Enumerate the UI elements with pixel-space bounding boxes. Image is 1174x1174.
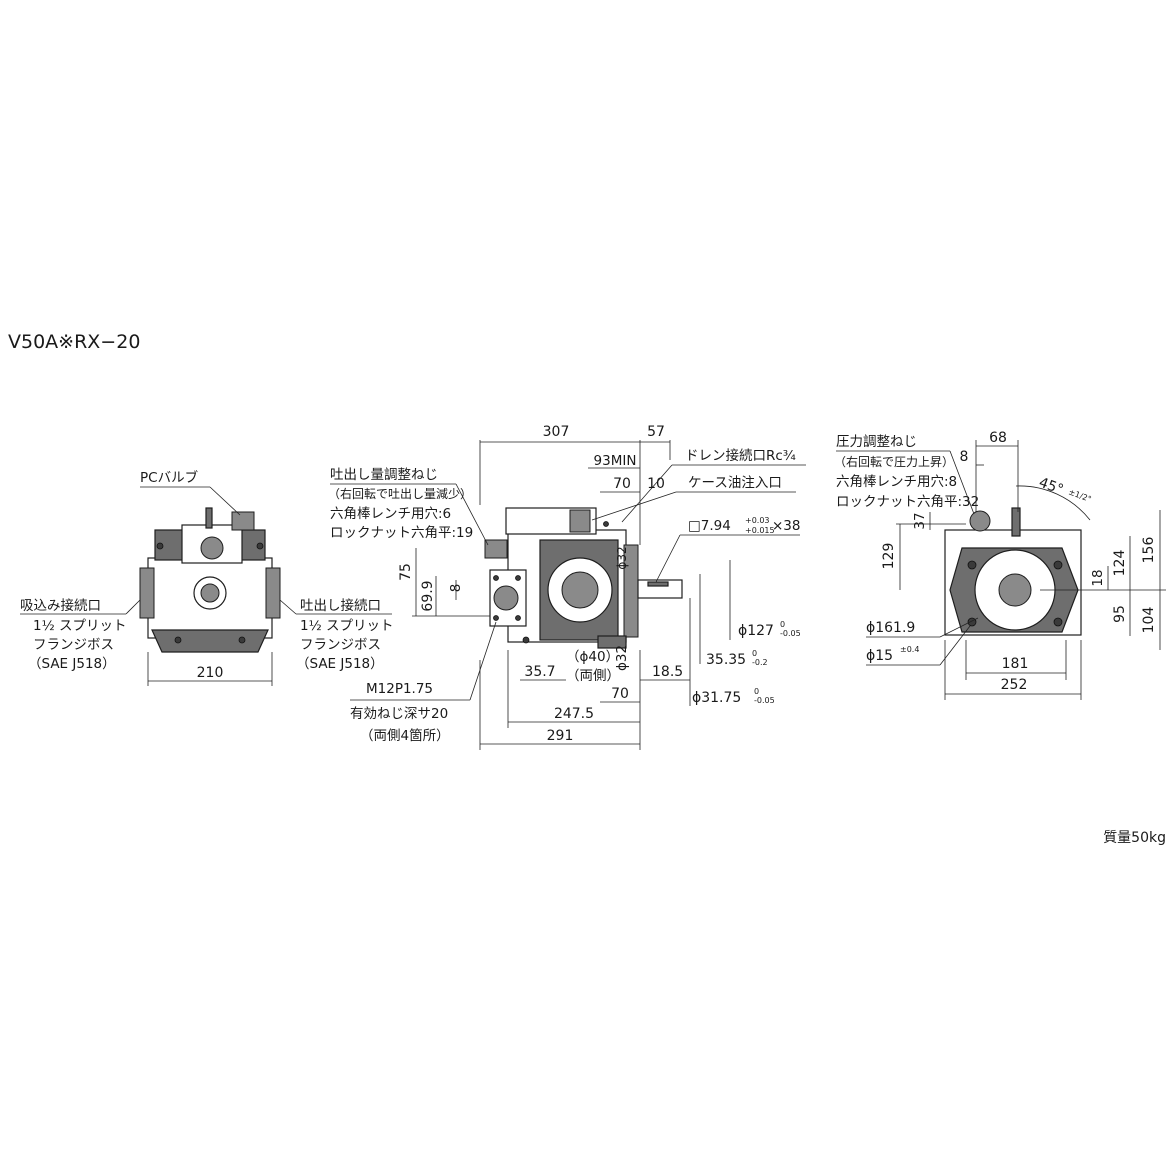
dim-phi161-9: ϕ161.9 [866,620,915,636]
flow-adjust-note: （右回転で吐出し量減少） [328,486,472,501]
discharge-port-std: （SAE J518） [296,656,384,672]
suction-port-label: 吸込み接続口 [20,597,101,614]
dim-phi32-b: ϕ32 [614,645,630,671]
pressure-adjust-note: （右回転で圧力上昇） [834,454,954,469]
flow-adjust-nut: ロックナット六角平:19 [330,525,473,541]
dim-68: 68 [989,430,1007,446]
rear-pressure-screw [969,510,991,532]
dim-104: 104 [1141,607,1157,634]
discharge-port-size: 1½ スプリット [300,618,393,634]
dim-10: 10 [647,476,665,492]
dim-181: 181 [1002,656,1029,672]
dim-291: 291 [547,728,574,744]
key-length: ×38 [772,518,801,534]
drain-port-label: ドレン接続口Rc¾ [685,447,796,464]
key-size: □7.94 [688,518,731,534]
thread-depth: 有効ねじ深サ20 [350,706,448,722]
dim-69-9: 69.9 [420,580,436,611]
flow-adjust-hex: 六角棒レンチ用穴:6 [330,506,451,522]
dim-18-5: 18.5 [652,664,683,680]
front-bolt [256,542,264,550]
front-view: PCバルブ 吸込み接続口 1½ スプリット フランジボス （SAE J518） … [20,469,393,686]
dim-247-5: 247.5 [554,706,594,722]
key-tol-upper: +0.03 [745,516,770,525]
dim-95: 95 [1112,605,1128,623]
dim-phi40: （ϕ40） [566,649,619,665]
rear-shaft [998,573,1032,607]
front-bolt [238,636,246,644]
side-port [493,585,519,611]
svg-text:-0.05: -0.05 [754,696,775,705]
dim-124: 124 [1112,550,1128,577]
dim-57: 57 [647,424,665,440]
dim-8-rear: 8 [960,449,969,465]
dim-phi31-75: ϕ31.75 [692,690,741,706]
pressure-adjust-hex: 六角棒レンチ用穴:8 [836,474,957,490]
dim-307: 307 [543,424,570,440]
model-title: V50A※RX−20 [8,331,140,353]
pc-valve-cap [231,511,255,531]
suction-port-size: 1½ スプリット [33,618,126,634]
svg-text:0: 0 [754,687,759,696]
dim-phi32-a: ϕ32 [615,546,629,569]
dim-70-top: 70 [613,476,631,492]
dim-37: 37 [912,512,928,529]
suction-port-type: フランジボス [33,637,114,653]
svg-text:0: 0 [752,649,757,658]
flow-adjust-label: 吐出し量調整ねじ [330,467,438,483]
dim-129: 129 [881,543,897,570]
side-swash-inner [561,571,599,609]
angle-tol: ±1/2° [1067,487,1092,504]
front-right-boss [265,567,281,619]
discharge-port-label: 吐出し接続口 [300,597,381,614]
dim-35-35: 35.35 [706,652,746,668]
pc-valve-stem [205,507,213,529]
suction-port-std: （SAE J518） [28,656,116,672]
front-bolt [156,542,164,550]
front-lower-body [151,629,269,653]
pc-valve-port [200,536,224,560]
svg-text:-0.05: -0.05 [780,629,801,638]
dim-18: 18 [1090,569,1106,586]
dim-93min: 93MIN [594,453,637,469]
dim-156: 156 [1141,537,1157,564]
angle-45: 45° [1037,475,1066,499]
svg-text:-0.2: -0.2 [752,658,768,667]
side-view: 吐出し量調整ねじ （右回転で吐出し量減少） 六角棒レンチ用穴:6 ロックナット六… [328,424,806,750]
dim-210: 210 [197,665,224,681]
dim-252: 252 [1001,677,1028,693]
dim-35-7: 35.7 [524,664,555,680]
both-sides-note: （両側） [566,668,620,684]
pc-valve-label: PCバルブ [140,469,199,486]
front-bolt [174,636,182,644]
dim-8: 8 [448,584,464,593]
front-port-inner [200,583,220,603]
dim-75: 75 [398,563,414,581]
side-case-fill [569,509,591,533]
dim-phi15-tol: ±0.4 [900,645,919,654]
svg-text:0: 0 [780,620,785,629]
pressure-adjust-label: 圧力調整ねじ [836,434,917,450]
front-left-boss [139,567,155,619]
mass-label: 質量50kg [1103,830,1166,846]
case-fill-label: ケース油注入口 [688,475,782,491]
thread-size: M12P1.75 [366,681,433,697]
thread-count: （両側4箇所） [360,727,450,744]
pressure-adjust-nut: ロックナット六角平:32 [836,494,979,510]
rear-view: 圧力調整ねじ （右回転で圧力上昇） 六角棒レンチ用穴:8 ロックナット六角平:3… [834,430,1166,700]
discharge-port-type: フランジボス [300,637,381,653]
side-shaft-key [647,581,669,587]
side-flow-adjust-screw [484,539,508,559]
dim-phi15: ϕ15 [866,648,893,664]
dim-phi127: ϕ127 [738,623,774,639]
key-tol-lower: +0.015 [745,526,775,535]
dim-70-bottom: 70 [611,686,629,702]
